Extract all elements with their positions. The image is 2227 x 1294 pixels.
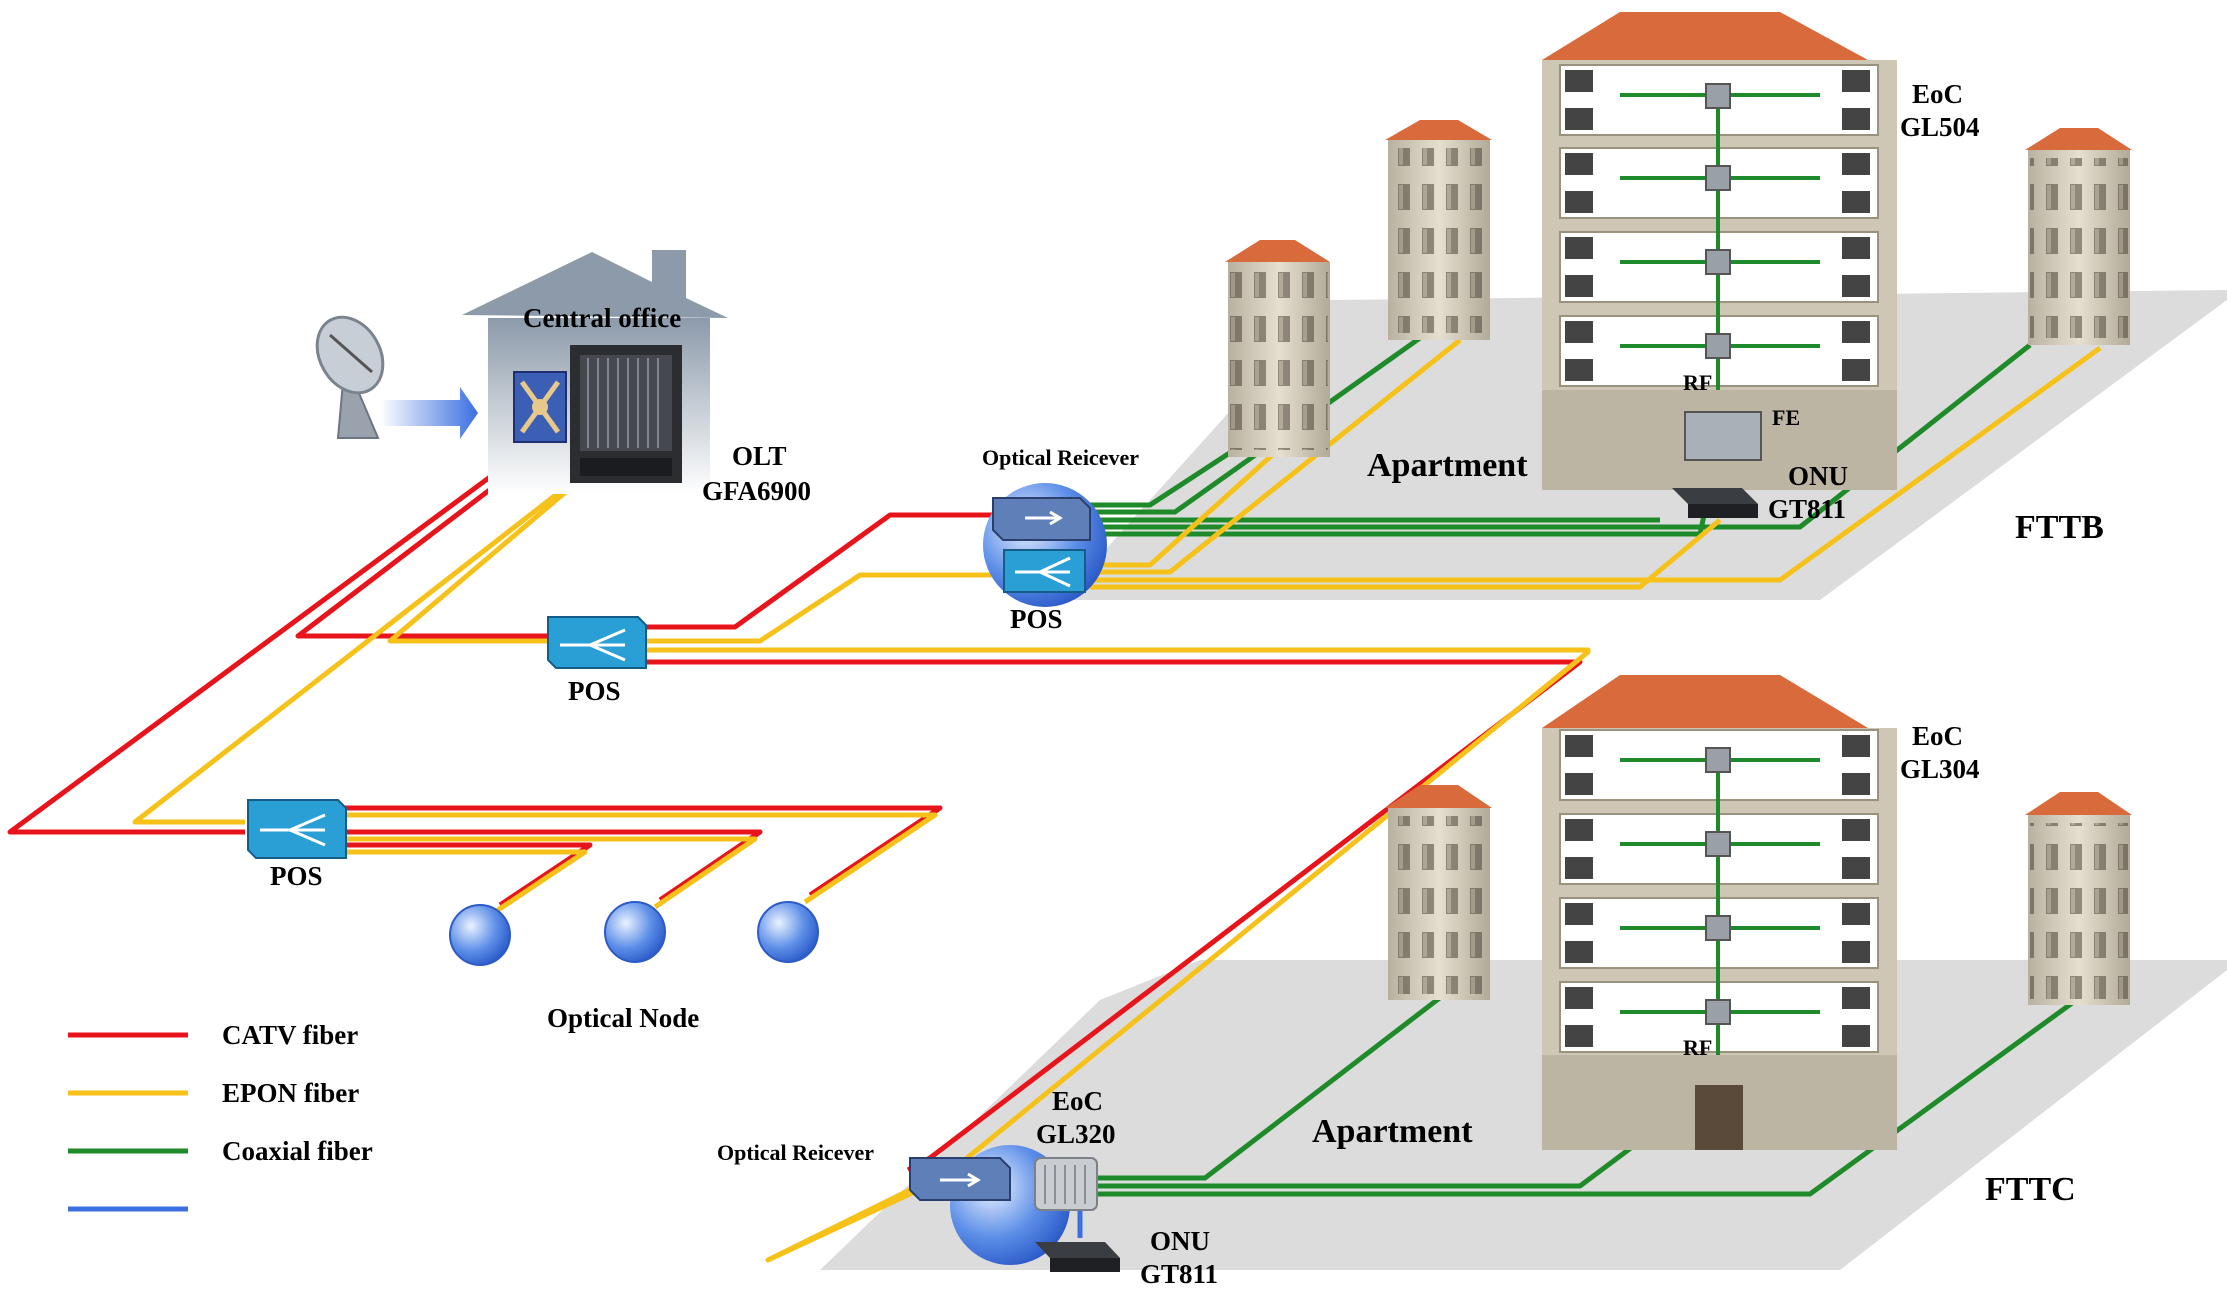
eoc-gl304-model: GL304 (1900, 754, 1980, 784)
apartment-tower-small-1 (1225, 240, 1330, 457)
pos-mid-label: POS (568, 676, 621, 706)
fttb-epon-3 (1090, 345, 2102, 583)
onu-bottom-model: GT811 (1140, 1259, 1218, 1289)
optical-node-3 (757, 901, 819, 963)
eoc-gl504-model: GL504 (1900, 112, 1980, 142)
apartment-top-label: Apartment (1367, 447, 1528, 484)
central-office-roof (462, 250, 728, 318)
optical-node-label: Optical Node (547, 1003, 699, 1033)
fttb-label: FTTB (2015, 509, 2104, 546)
pos-splitter-bottom (247, 799, 347, 859)
fttc-label: FTTC (1985, 1171, 2076, 1208)
arrow-to-central-office-icon (380, 387, 478, 439)
pos-bottom-to-node-1b (340, 849, 588, 915)
onu-bottom-device (1035, 1242, 1120, 1272)
eoc-gl304-label: EoC (1912, 721, 1963, 751)
apartment-tower-small-3 (2025, 128, 2132, 345)
onu-top-model: GT811 (1768, 494, 1846, 524)
optical-receiver-bottom-label: Optical Reicever (717, 1140, 874, 1165)
epon-fiber-main (132, 478, 577, 825)
legend-label-2: Coaxial fiber (222, 1136, 373, 1166)
fttb-epon-4 (1090, 518, 1722, 590)
apartment-bottom-label: Apartment (1312, 1113, 1473, 1150)
fttc-coax-1 (1070, 988, 1452, 1181)
pos-bottom-to-node-1 (340, 842, 593, 908)
pos-top-label: POS (1010, 604, 1063, 634)
eoc-gl504-label: EoC (1912, 79, 1963, 109)
apartment-building-fttb (1542, 12, 1897, 490)
pos-bottom-to-node-3b (340, 812, 938, 905)
epon-fiber-pos-mid-to-bottom (640, 647, 1591, 1263)
optical-receiver-top (983, 483, 1107, 607)
rf-bottom-label: RF (1683, 1035, 1712, 1060)
legend-label-0: CATV fiber (222, 1020, 358, 1050)
fttb-epon-2 (1090, 338, 1462, 575)
satellite-dish-icon (315, 315, 385, 439)
central-office: Central office (462, 250, 728, 494)
epon-fiber-pos-mid-to-top (640, 572, 1010, 644)
rf-top-label: RF (1683, 370, 1712, 395)
central-office-label: Central office (523, 303, 681, 333)
catv-fiber-to-pos-mid (295, 438, 557, 639)
fttb-coax-2 (1090, 335, 1422, 515)
onu-top-label: ONU (1788, 461, 1848, 491)
pos-bottom-label: POS (270, 861, 323, 891)
pos-bottom-to-node-3 (340, 805, 943, 898)
onu-top-device (1672, 488, 1758, 518)
onu-bottom-label: ONU (1150, 1226, 1210, 1256)
olt-model-label: GFA6900 (702, 476, 811, 506)
apartment-tower-small-2 (1385, 120, 1492, 340)
fe-top-label: FE (1772, 405, 1800, 430)
eoc-gl320-label: EoC (1052, 1086, 1103, 1116)
apartment-building-fttc (1542, 675, 1897, 1150)
optical-receiver-top-label: Optical Reicever (982, 445, 1139, 470)
catv-fiber-main (7, 437, 542, 835)
catv-fiber-to-optical-receiver-top (640, 512, 1010, 630)
optical-node-1 (449, 904, 511, 966)
olt-rack-icon (570, 345, 682, 483)
pos-bottom-to-node-2b (340, 836, 758, 910)
legend-label-1: EPON fiber (222, 1078, 359, 1108)
olt-label: OLT (732, 441, 787, 471)
optical-node-2 (604, 901, 666, 963)
apartment-tower-small-5 (2025, 792, 2132, 1005)
fttb-epon-1 (1090, 428, 1302, 568)
fiber-lines (7, 335, 2102, 1263)
fttc-coax-3 (1070, 987, 2092, 1197)
eoc-gl320-device (1034, 1157, 1098, 1211)
pos-bottom-to-node-2 (340, 829, 763, 903)
eoc-gl320-model: GL320 (1036, 1119, 1116, 1149)
fttb-coax-4 (1090, 343, 2032, 530)
pos-splitter-mid (547, 616, 647, 669)
router-icon (513, 371, 567, 443)
apartment-tower-small-4 (1385, 785, 1492, 1000)
epon-fiber-to-pos-mid (387, 482, 577, 644)
